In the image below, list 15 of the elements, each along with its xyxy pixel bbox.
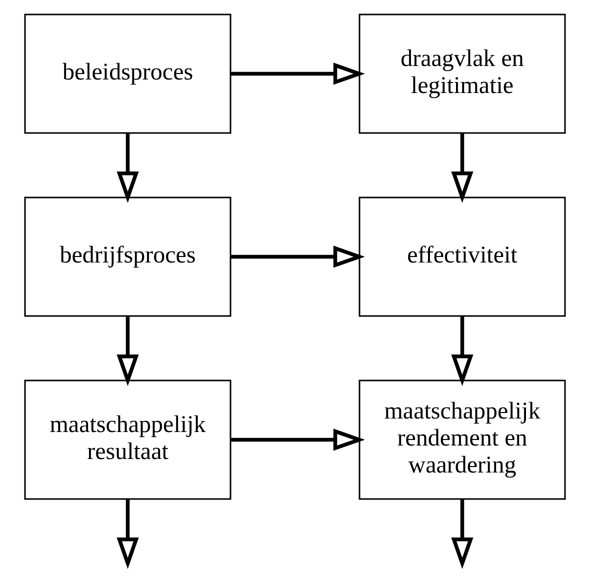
arrow: [450, 499, 473, 570]
node-box: beleidsproces: [24, 14, 231, 134]
node-box: maatschappelijk rendement en waardering: [358, 380, 566, 500]
arrow: [116, 133, 138, 204]
arrow: [450, 133, 473, 204]
arrow: [450, 316, 473, 386]
node-box: maatschappelijk resultaat: [24, 380, 231, 500]
node-box: draagvlak en legitimatie: [358, 14, 566, 134]
node-box: effectiviteit: [358, 196, 566, 317]
arrow: [230, 246, 364, 268]
arrow: [116, 499, 138, 570]
arrow: [230, 62, 364, 85]
node-box: bedrijfsproces: [24, 196, 231, 317]
arrow: [230, 428, 364, 451]
arrow: [116, 316, 138, 386]
